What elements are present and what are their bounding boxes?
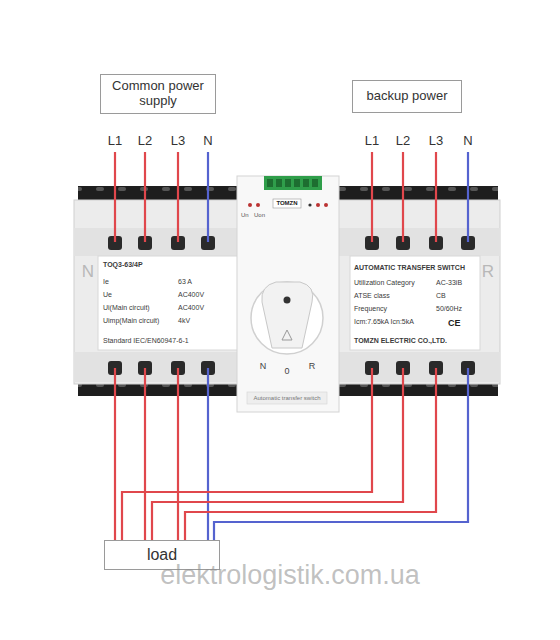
side-letter: N [82,263,94,280]
position-mark: 0 [284,367,289,376]
module-body [74,200,240,384]
output-wires [115,368,468,540]
terminal-strip [336,352,500,382]
phase-label: L3 [171,134,185,147]
brand-logo: TOMZN [276,200,297,206]
model-number: TOQ3-63/4P [103,261,143,268]
control-terminal [264,176,322,190]
spec-value: Icm:7.65kA Icn:5kA [354,318,414,325]
spec-value: 4kV [178,317,190,324]
spec-name: Ue [103,291,112,298]
spec-name: Uimp(Main circuit) [103,317,159,324]
phase-label: L1 [365,134,379,147]
knob-pointer [284,297,291,304]
terminal-screws [267,179,318,187]
phase-label: L3 [429,134,443,147]
spec-value: AC400V [178,304,204,311]
terminal-screws [108,236,475,375]
rating-plate [98,256,238,350]
spec-name: Ui(Main circuit) [103,304,150,311]
phase-label: L1 [108,134,122,147]
spec-value: CB [436,292,446,299]
supply-label-box: Common power supply [100,74,216,114]
phase-label: L2 [138,134,152,147]
terminal-strip [74,228,240,256]
spec-name: Ie [103,278,109,285]
indicator-label: Uon [254,212,265,218]
spec-name: ATSE class [354,292,390,299]
spec-value: 63 A [178,278,192,285]
box-text: backup power [367,89,448,104]
indicator-led [308,203,311,206]
indicator-led [256,203,260,207]
phase-label: L2 [396,134,410,147]
indicator-led [248,203,252,207]
spec-name: Utilization Category [354,279,415,286]
indicator-led [316,203,320,207]
side-letter: R [482,263,494,280]
indicator-label: Un [241,212,249,218]
box-text: Common power supply [107,79,209,109]
terminal-strip [74,352,240,382]
name-plate-text: Automatic transfer switch [253,395,320,401]
position-mark: N [260,362,267,371]
spec-value: AC-33iB [436,279,462,286]
input-wires [115,152,468,242]
neutral-label: N [203,134,212,147]
controller-body [237,176,339,412]
rotary-knob [251,282,323,354]
watermark: elektrologistik.com.ua [160,562,420,589]
neutral-label: N [463,134,472,147]
spec-value: AC400V [178,291,204,298]
rating-plate [350,256,480,350]
standard-note: Standard IEC/EN60947-6-1 [103,337,189,344]
logo-plate [273,199,301,208]
knob-arrow [282,330,292,340]
module-body [336,200,500,384]
knob-handle [262,282,313,348]
indicator-led [324,203,328,207]
product-name: AUTOMATIC TRANSFER SWITCH [354,264,465,271]
ce-mark: CE [448,319,461,328]
spec-name: Frequency [354,305,387,312]
terminal-strip [336,228,500,256]
maker-name: TOMZN ELECTRIC CO.,LTD. [354,337,447,344]
name-plate [247,392,327,404]
position-mark: R [309,362,316,371]
spec-value: 50/60Hz [436,305,462,312]
supply-label-box: backup power [352,80,462,113]
